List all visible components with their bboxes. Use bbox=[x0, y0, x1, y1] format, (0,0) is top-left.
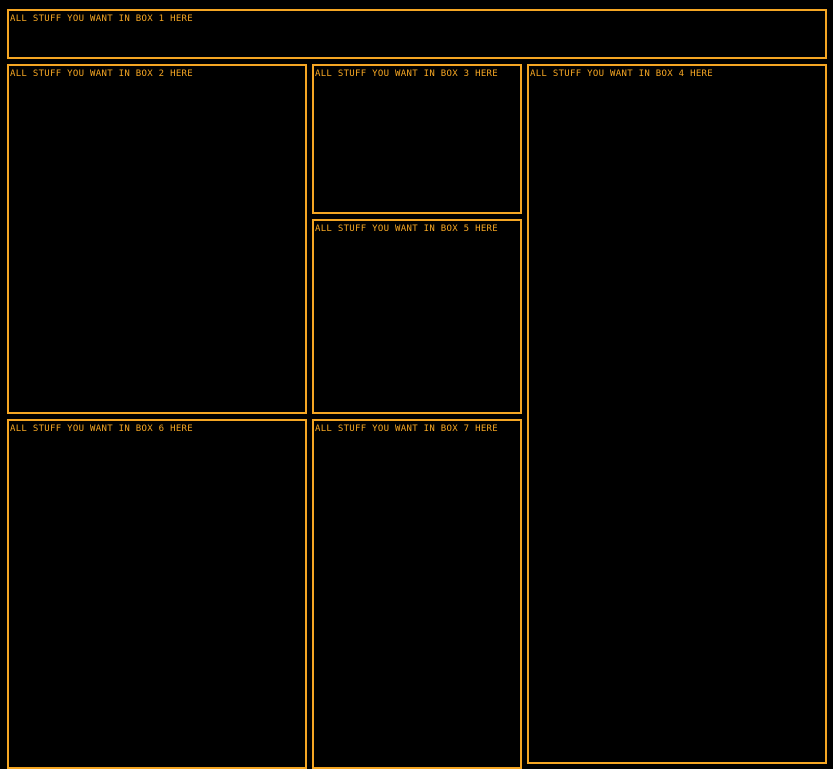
box-4-panel: ALL STUFF YOU WANT IN BOX 4 HERE bbox=[527, 64, 827, 764]
box-2-label: ALL STUFF YOU WANT IN BOX 2 HERE bbox=[10, 69, 193, 79]
box-7-label: ALL STUFF YOU WANT IN BOX 7 HERE bbox=[315, 424, 498, 434]
box-6-label: ALL STUFF YOU WANT IN BOX 6 HERE bbox=[10, 424, 193, 434]
box-5-panel: ALL STUFF YOU WANT IN BOX 5 HERE bbox=[312, 219, 522, 414]
box-3-panel: ALL STUFF YOU WANT IN BOX 3 HERE bbox=[312, 64, 522, 214]
box-1-label: ALL STUFF YOU WANT IN BOX 1 HERE bbox=[10, 14, 193, 24]
box-2-panel: ALL STUFF YOU WANT IN BOX 2 HERE bbox=[7, 64, 307, 414]
box-7-panel: ALL STUFF YOU WANT IN BOX 7 HERE bbox=[312, 419, 522, 769]
box-6-panel: ALL STUFF YOU WANT IN BOX 6 HERE bbox=[7, 419, 307, 769]
box-4-label: ALL STUFF YOU WANT IN BOX 4 HERE bbox=[530, 69, 713, 79]
box-3-label: ALL STUFF YOU WANT IN BOX 3 HERE bbox=[315, 69, 498, 79]
box-5-label: ALL STUFF YOU WANT IN BOX 5 HERE bbox=[315, 224, 498, 234]
box-1-panel: ALL STUFF YOU WANT IN BOX 1 HERE bbox=[7, 9, 827, 59]
